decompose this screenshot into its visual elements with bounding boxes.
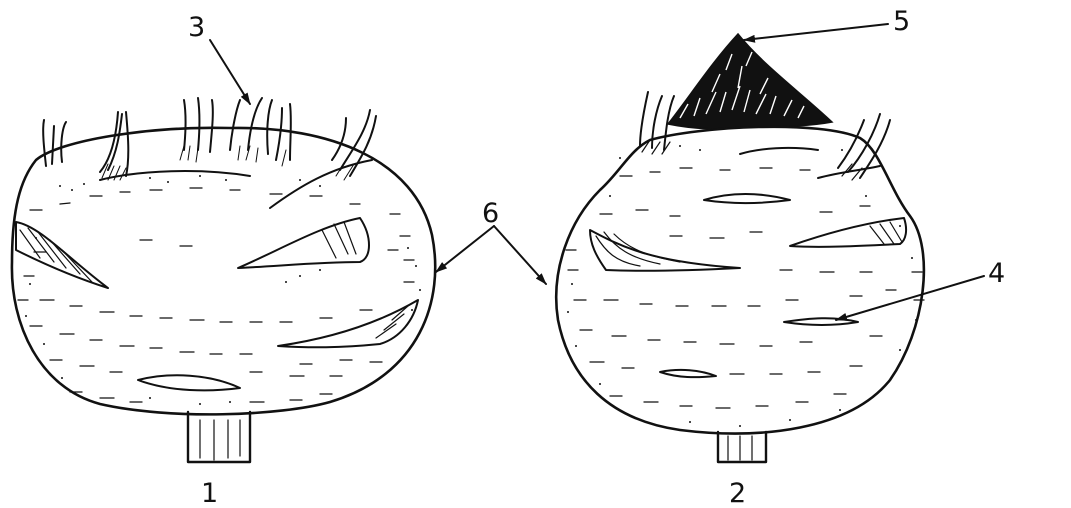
callout-arrow-leaves [210,40,250,104]
callout-label-leaves: 3 [188,12,205,43]
caption-left: 1 [201,478,218,508]
callout-label-surface: 6 [482,198,499,229]
callout-label-sprouts: 5 [893,6,910,37]
bulb-1-root-stem [188,412,250,462]
kohlrabi-bulb-2 [556,34,924,462]
callout-label-cracks: 4 [988,258,1005,289]
bulb-2-leaf-scars [590,148,906,377]
bulb-1-stipple [25,175,421,405]
bulb-2-sprout-tuft [668,34,832,129]
callout-arrow-surface [436,226,546,284]
caption-right: 2 [729,478,746,508]
bulb-1-leaf-scars [16,160,418,390]
bulb-2-body [556,127,924,434]
callout-arrow-cracks [836,276,984,320]
kohlrabi-bulb-1 [12,98,435,462]
bulb-1-body [12,128,435,415]
callout-arrow-sprouts [744,24,888,40]
bulb-2-stipple [567,145,917,427]
bulb-2-root-stem [718,432,766,462]
